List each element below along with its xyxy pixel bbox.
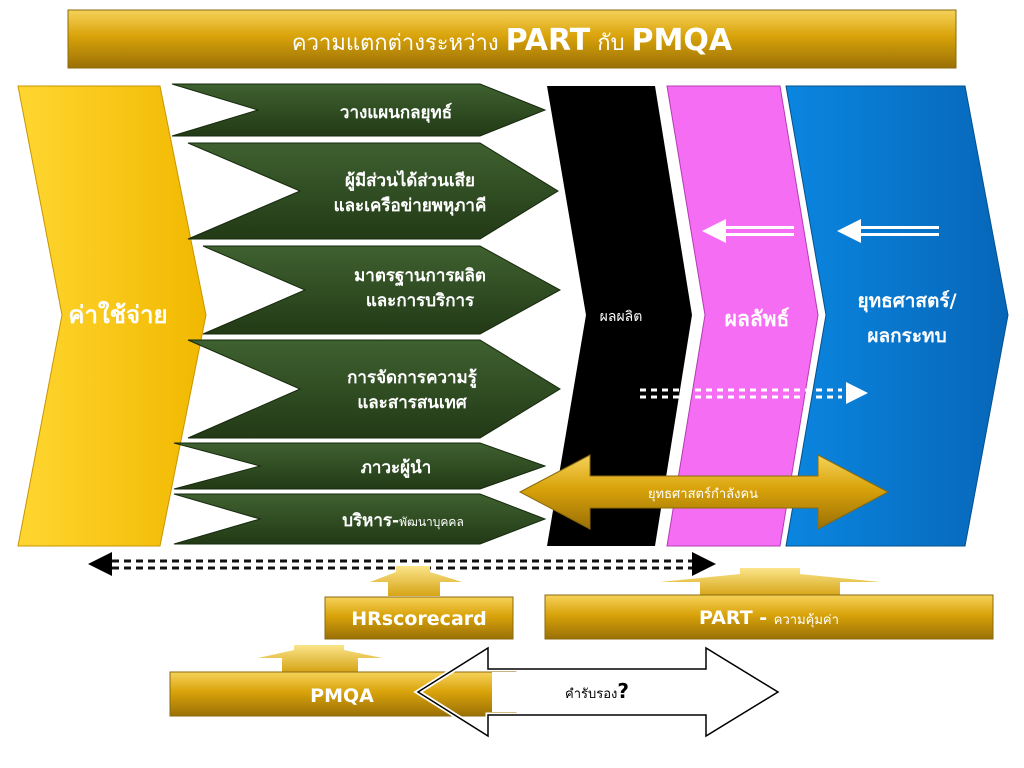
- category-3-line2: และการบริการ: [366, 291, 475, 311]
- title-bar: ความแตกต่างระหว่าง PART กับ PMQA: [67, 9, 957, 69]
- svg-text:ยุทธศาสตร์/: ยุทธศาสตร์/: [857, 290, 956, 313]
- category-1-line1: วางแผนกลยุทธ์: [340, 102, 452, 123]
- part-box: PART - ความคุ้มค่า: [544, 594, 994, 640]
- category-2-line1: ผู้มีส่วนได้ส่วนเสีย: [345, 170, 475, 192]
- dashed-forward-arrow-icon: [640, 382, 868, 404]
- title-pmqa: PMQA: [632, 23, 733, 58]
- certify-mark: ?: [617, 679, 629, 703]
- impact-chevron: ยุทธศาสตร์/ ผลกระทบ: [785, 85, 1009, 547]
- pmqa-up-arrow-icon: [258, 645, 382, 672]
- pmqa-box: PMQA: [169, 671, 517, 717]
- pmqa-label: PMQA: [310, 685, 374, 707]
- part-box-sub: ความคุ้มค่า: [774, 613, 839, 628]
- title-part: PART: [506, 23, 591, 58]
- category-6-line1-small: พัฒนาบุคคล: [399, 515, 464, 530]
- certify-label: คำรับรอง: [565, 687, 617, 702]
- category-arrow-stakeholders: ผู้มีส่วนได้ส่วนเสีย และเครือข่ายพหุภาคี: [187, 142, 559, 240]
- category-arrow-standards: มาตรฐานการผลิต และการบริการ: [202, 245, 562, 335]
- certify-double-arrow: คำรับรอง?: [413, 643, 783, 741]
- category-arrow-leadership: ภาวะผู้นำ: [173, 442, 547, 490]
- category-arrow-planning: วางแผนกลยุทธ์: [171, 83, 547, 137]
- svg-text:ผลกระทบ: ผลกระทบ: [867, 325, 946, 347]
- cost-label: ค่าใช้จ่าย: [68, 300, 167, 329]
- category-arrow-knowledge: การจัดการความรู้ และสารสนเทศ: [187, 339, 561, 439]
- category-5-line1: ภาวะผู้นำ: [361, 458, 432, 479]
- svg-text:PART - ความคุ้มค่า: PART - ความคุ้มค่า: [699, 607, 839, 629]
- svg-text:ความแตกต่างระหว่าง PART กับ PM: ความแตกต่างระหว่าง PART กับ PMQA: [292, 23, 733, 58]
- title-prefix: ความแตกต่างระหว่าง: [292, 31, 506, 56]
- back-arrow-outcome-icon: [702, 219, 794, 243]
- impact-label-line1: ยุทธศาสตร์/: [857, 290, 956, 313]
- hr-strategy-label: ยุทธศาสตร์กำลังคน: [648, 486, 758, 502]
- svg-text:บริหาร-พัฒนาบุคคล: บริหาร-พัฒนาบุคคล: [342, 511, 464, 531]
- cost-chevron: ค่าใช้จ่าย: [17, 85, 207, 547]
- hr-strategy-double-arrow: ยุทธศาสตร์กำลังคน: [518, 454, 890, 530]
- outcome-label: ผลลัพธ์: [725, 307, 790, 331]
- category-4-line1: การจัดการความรู้: [347, 368, 478, 389]
- title-mid: กับ: [590, 31, 631, 56]
- hrscorecard-label: HRscorecard: [351, 608, 486, 630]
- back-arrow-impact-icon: [837, 219, 939, 243]
- part-up-arrow-icon: [660, 568, 880, 596]
- svg-text:คำรับรอง?: คำรับรอง?: [565, 679, 629, 703]
- part-box-main: PART -: [699, 607, 774, 629]
- hrscorecard-box: HRscorecard: [324, 596, 514, 640]
- hrscorecard-up-arrow-icon: [370, 566, 462, 596]
- outcome-chevron: ผลลัพธ์: [666, 85, 819, 547]
- category-2-line2: และเครือข่ายพหุภาคี: [334, 195, 487, 216]
- category-arrow-hr: บริหาร-พัฒนาบุคคล: [173, 493, 547, 545]
- output-chevron: ผลผลิต: [547, 86, 692, 546]
- category-3-line1: มาตรฐานการผลิต: [354, 266, 486, 287]
- category-6-line1: บริหาร-: [342, 511, 399, 531]
- impact-label-line2: ผลกระทบ: [867, 325, 946, 347]
- output-label: ผลผลิต: [600, 309, 643, 325]
- category-4-line2: และสารสนเทศ: [357, 393, 468, 413]
